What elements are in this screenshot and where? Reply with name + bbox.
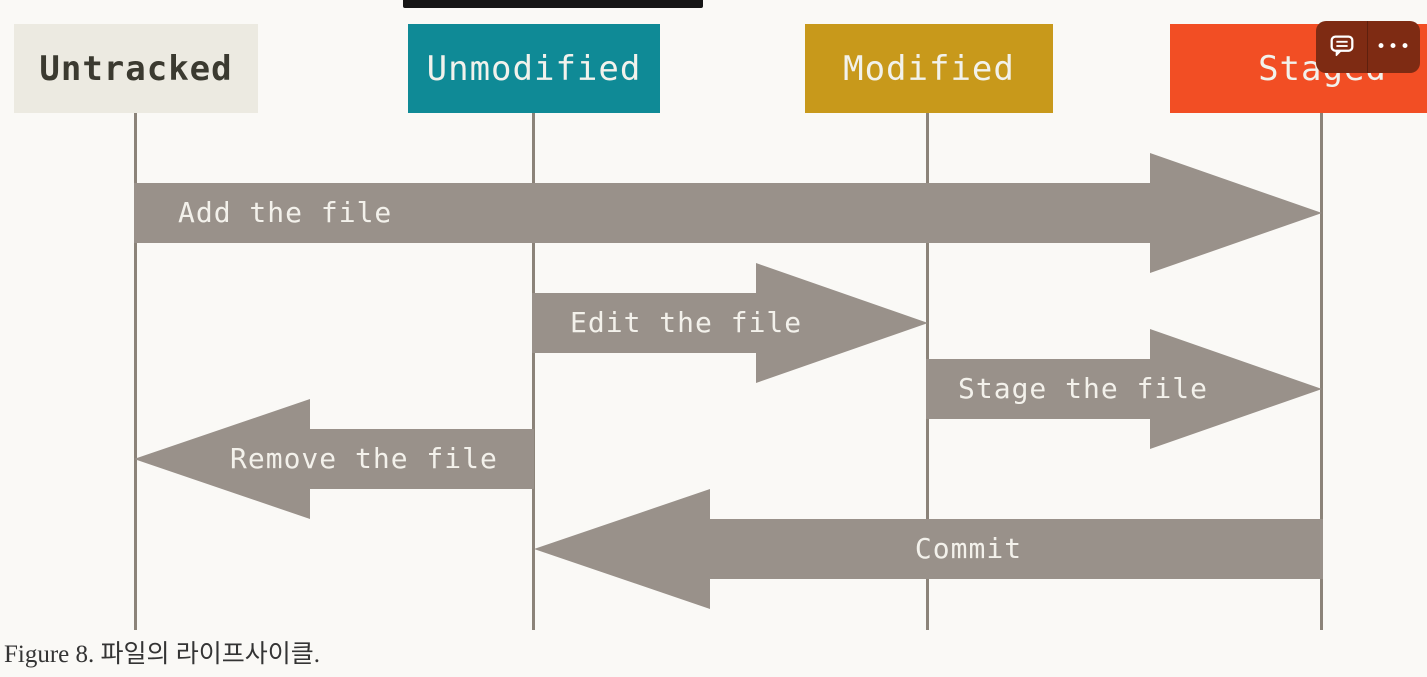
lifeline-untracked: [134, 113, 137, 630]
arrow-commit: Commit: [534, 489, 1323, 609]
comment-button[interactable]: [1316, 21, 1368, 73]
arrow-head-left-icon: [134, 399, 310, 519]
state-box-unmodified: Unmodified: [408, 24, 660, 113]
speech-bubble-icon: [1327, 31, 1357, 64]
arrow-head-right-icon: [1150, 329, 1322, 449]
arrow-shaft: [710, 519, 1323, 579]
figure-caption: Figure 8. 파일의 라이프사이클.: [4, 641, 321, 668]
arrow-label-remove: Remove the file: [230, 442, 498, 475]
arrow-remove-the-file: Remove the file: [134, 399, 534, 519]
annotation-toolbar: •••: [1316, 21, 1420, 73]
state-box-untracked: Untracked: [14, 24, 258, 113]
arrow-label-commit: Commit: [914, 532, 1023, 565]
arrow-edit-the-file: Edit the file: [532, 263, 928, 383]
top-edge-artifact: [403, 0, 703, 8]
state-label-unmodified: Unmodified: [426, 48, 642, 89]
ellipsis-icon: •••: [1375, 37, 1413, 57]
arrow-add-the-file: Add the file: [134, 153, 1322, 273]
state-label-modified: Modified: [843, 48, 1015, 89]
arrow-shaft: [134, 183, 1150, 243]
arrow-head-right-icon: [756, 263, 928, 383]
arrow-stage-the-file: Stage the file: [926, 329, 1322, 449]
more-options-button[interactable]: •••: [1368, 21, 1420, 73]
lifeline-unmodified: [532, 113, 535, 630]
arrow-shaft: [532, 293, 756, 353]
arrow-shaft: [310, 429, 534, 489]
arrow-label-stage: Stage the file: [958, 372, 1209, 405]
state-label-untracked: Untracked: [39, 48, 233, 89]
arrow-label-edit: Edit the file: [570, 306, 803, 339]
arrow-head-left-icon: [534, 489, 710, 609]
arrow-head-right-icon: [1150, 153, 1322, 273]
state-box-modified: Modified: [805, 24, 1053, 113]
arrow-label-add: Add the file: [178, 196, 393, 229]
arrow-shaft: [926, 359, 1150, 419]
